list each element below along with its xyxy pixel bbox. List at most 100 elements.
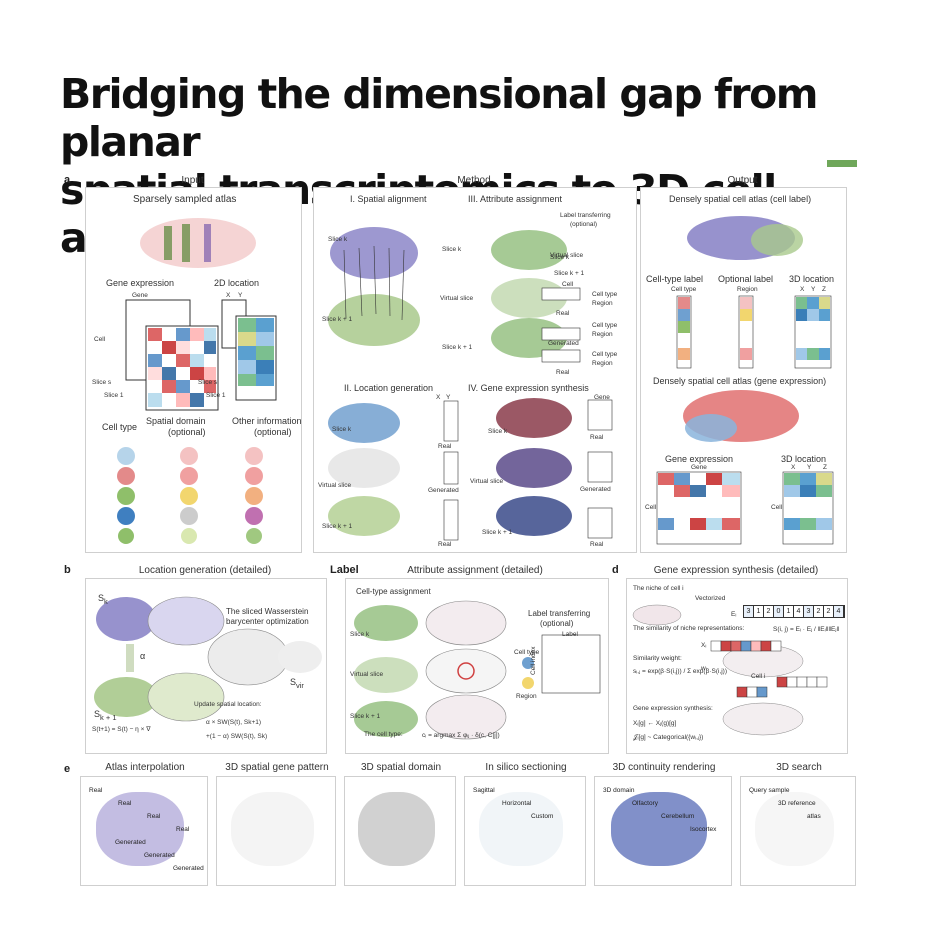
panel-c-header: Attribute assignment (detailed) — [407, 565, 543, 576]
slice-k1-label: Slice k + 1 — [322, 316, 353, 323]
sk1-label: Sk + 1 — [94, 709, 117, 722]
synthesis-label: Gene expression synthesis: — [633, 705, 713, 712]
panel-e-note: Sagittal — [473, 787, 495, 794]
panel-e-note: Horizontal — [502, 800, 532, 807]
lt-region-label-2: Region — [592, 331, 613, 338]
c-region: Region — [516, 693, 537, 700]
lt-region-label-3: Region — [592, 360, 613, 367]
spatial-domain-label: Spatial domain — [146, 416, 206, 426]
lt-real-label: Real — [556, 310, 570, 317]
lg-generated-label: Generated — [428, 487, 459, 494]
xi-label: Xᵢ — [701, 642, 707, 649]
panel-c-graphics — [354, 600, 601, 740]
slice-1-label-2: Slice 1 — [206, 392, 226, 399]
panel-e-note: Real — [118, 800, 132, 807]
location-generation-label: II. Location generation — [344, 383, 434, 393]
panel-e-label: e — [64, 763, 71, 775]
panel-e-note: Isocortex — [690, 826, 717, 833]
sw-title: The sliced Wasserstein — [226, 607, 309, 616]
ei-label: Eᵢ — [731, 611, 737, 618]
ges-slice-k-label: Slice k — [488, 428, 508, 435]
cell-icons — [117, 447, 263, 544]
location-2d-label: 2D location — [214, 278, 260, 288]
out-cell-2: Cell — [771, 504, 783, 511]
out-y-2: Y — [807, 464, 812, 471]
panel-e-graphic-1 — [231, 792, 314, 866]
lt-cell-label: Cell — [562, 281, 574, 288]
panel-e-note: Olfactory — [632, 800, 659, 807]
panel-d-label: d — [612, 564, 619, 576]
vector-cell: 2 — [764, 606, 774, 617]
lt-slice-k1-label: Slice k + 1 — [554, 270, 585, 277]
sparse-atlas-label: Sparsely sampled atlas — [133, 194, 237, 205]
syn-eq1: Xᵢ[g] ← Xⱼ(g)[g] — [633, 720, 677, 727]
accent-tab — [827, 160, 857, 167]
method-virtual-slice-label: Virtual slice — [440, 295, 474, 302]
output-panel: Densely spatial cell atlas (cell label) … — [640, 187, 847, 553]
optional-label-title: Optional label — [718, 274, 774, 284]
spatial-alignment-label: I. Spatial alignment — [350, 194, 427, 204]
ges-real-label-2: Real — [590, 541, 604, 548]
output-header: Output — [727, 175, 758, 186]
alpha-label: α — [140, 651, 146, 661]
c-slice-k1: Slice k + 1 — [350, 713, 381, 720]
slice-s-label-2: Slice s — [198, 379, 218, 386]
lt-slice-k-label: Slice k — [550, 254, 570, 261]
cell-type-assignment-label: Cell-type assignment — [356, 587, 431, 596]
out-gene: Gene — [691, 464, 707, 471]
method-slice-k-label: Slice k — [442, 246, 462, 253]
panel-e-note: Real — [89, 787, 103, 794]
out-cell: Cell — [645, 504, 657, 511]
cell-i-label: Cell i — [751, 673, 766, 680]
panel-e-title-0: Atlas interpolation — [105, 762, 185, 773]
lg-y-label: Y — [446, 394, 451, 401]
panel-b-label: b — [64, 564, 71, 576]
svir-label: Svir — [290, 677, 304, 690]
c-formula: cᵢ = argmax Σ φᵢⱼ · δ(c, C[j]) — [422, 732, 500, 739]
panel-a-label: a — [64, 174, 71, 186]
eq1: S(t+1) = S(t) − η × ∇ — [92, 726, 151, 733]
panel-e-title-5: 3D search — [776, 762, 822, 773]
vector-cell: 3 — [744, 606, 754, 617]
vector-cell: 1 — [784, 606, 794, 617]
ges-slice-k1-label: Slice k + 1 — [482, 529, 513, 536]
x-axis-label: X — [226, 292, 231, 299]
vector-cell: 2 — [814, 606, 824, 617]
location-2d-matrix — [221, 299, 277, 401]
panel-e-graphic-0 — [96, 792, 185, 866]
weight-eq: sᵢ,ⱼ = exp(β·S(i,j)) / Σ exp(β·S(i,j)) — [633, 668, 728, 675]
out-x: X — [800, 286, 805, 293]
lg-x-label: X — [436, 394, 441, 401]
input-panel: Sparsely sampled atlas Gene expression 2… — [85, 187, 302, 553]
panel-e-title-2: 3D spatial domain — [360, 762, 442, 773]
panel-e-title-3: In silico sectioning — [485, 762, 567, 773]
panel-e-note: Custom — [531, 813, 554, 820]
c-label-transferring: Label transferring — [528, 609, 591, 618]
lt-cell-type-label: Cell type — [592, 291, 618, 298]
lg-virtual-slice-label: Virtual slice — [318, 482, 352, 489]
lg-slice-k1-label: Slice k + 1 — [322, 523, 353, 530]
lg-slice-k-label: Slice k — [332, 426, 352, 433]
panel-e-graphic-4 — [611, 792, 707, 866]
panel-d-header: Gene expression synthesis (detailed) — [653, 565, 819, 576]
eq2: α × SW(S(t), Sk+1) — [206, 719, 262, 726]
panel-e-note: Generated — [115, 839, 146, 846]
other-info-optional: (optional) — [254, 427, 292, 437]
panel-b-graphics — [94, 596, 322, 722]
panel-e-note: Cerebellum — [661, 813, 695, 820]
sw-title-2: barycenter optimization — [226, 617, 309, 626]
out-cell-type: Cell type — [671, 286, 697, 293]
panel-e-graphic-2 — [358, 792, 436, 866]
sk-label: Sk — [98, 593, 108, 606]
label-transferring-label: Label transferring — [560, 212, 611, 219]
other-info-label: Other information — [232, 416, 302, 426]
c-virtual-slice: Virtual slice — [350, 671, 384, 678]
attribute-assignment-label: III. Attribute assignment — [468, 194, 563, 204]
panel-e-note: 3D domain — [603, 787, 635, 794]
panel-e-note: 3D reference — [778, 800, 816, 807]
similarity-label: The similarity of niche representations: — [633, 625, 745, 632]
